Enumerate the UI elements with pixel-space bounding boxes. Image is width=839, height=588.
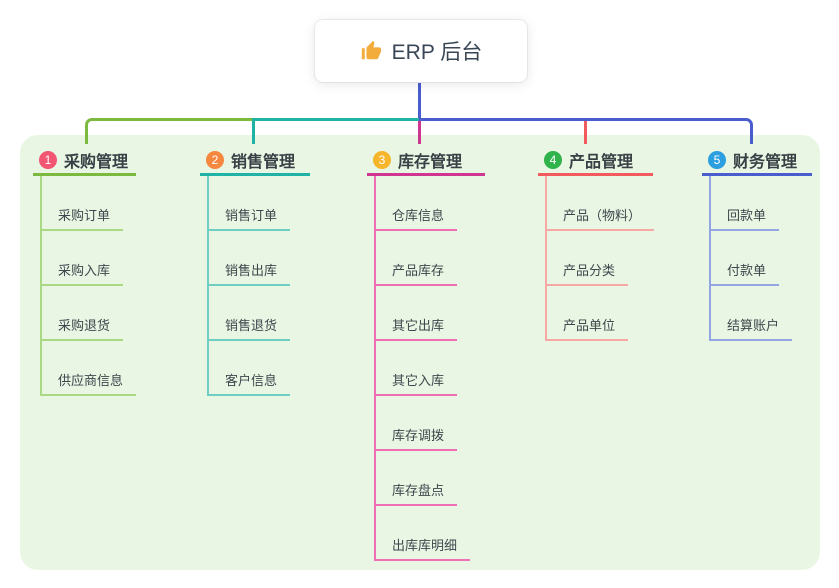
node-item: 其它出库 bbox=[376, 286, 485, 341]
node-label: 出库库明细 bbox=[376, 535, 471, 561]
background-panel bbox=[20, 135, 820, 570]
node-label: 产品单位 bbox=[547, 315, 629, 341]
branch-product: 4 产品管理 产品（物料） 产品分类 产品单位 bbox=[538, 146, 655, 341]
connector-drop-inventory bbox=[418, 121, 421, 144]
node-item: 出库库明细 bbox=[376, 506, 485, 561]
node-label: 其它出库 bbox=[376, 315, 458, 341]
branch-children: 销售订单 销售出库 销售退货 客户信息 bbox=[207, 176, 310, 396]
branch-title-finance: 5 财务管理 bbox=[702, 146, 812, 176]
node-item: 库存盘点 bbox=[376, 451, 485, 506]
node-label: 采购入库 bbox=[42, 260, 124, 286]
node-item: 采购退货 bbox=[42, 286, 136, 341]
branch-children: 回款单 付款单 结算账户 bbox=[709, 176, 812, 341]
node-label: 销售出库 bbox=[209, 260, 291, 286]
badge-3: 3 bbox=[373, 150, 391, 169]
connector-drop-sales bbox=[252, 118, 255, 144]
node-item: 付款单 bbox=[711, 231, 812, 286]
badge-4: 4 bbox=[544, 150, 562, 169]
connector-branch5-corner bbox=[739, 118, 753, 144]
node-item: 客户信息 bbox=[209, 341, 310, 396]
branch-title-product: 4 产品管理 bbox=[538, 146, 653, 176]
node-label: 库存调拨 bbox=[376, 425, 458, 451]
branch-title-label: 销售管理 bbox=[231, 153, 296, 171]
branch-sales: 2 销售管理 销售订单 销售出库 销售退货 客户信息 bbox=[200, 146, 310, 396]
node-item: 产品分类 bbox=[547, 231, 654, 286]
connector-branch-green bbox=[96, 118, 253, 121]
node-label: 采购退货 bbox=[42, 315, 124, 341]
node-item: 产品单位 bbox=[547, 286, 654, 341]
node-label: 产品库存 bbox=[376, 260, 458, 286]
node-label: 仓库信息 bbox=[376, 205, 458, 231]
node-item: 产品库存 bbox=[376, 231, 485, 286]
node-item: 其它入库 bbox=[376, 341, 485, 396]
branch-title-label: 产品管理 bbox=[569, 153, 634, 171]
node-item: 产品（物料） bbox=[547, 176, 655, 231]
thumbs-up-icon bbox=[360, 40, 382, 62]
node-item: 库存调拨 bbox=[376, 396, 485, 451]
branch-title-purchase: 1 采购管理 bbox=[33, 146, 136, 176]
node-label: 付款单 bbox=[711, 260, 780, 286]
node-item: 供应商信息 bbox=[42, 341, 137, 396]
connector-drop-product bbox=[584, 121, 587, 144]
root-node-label: ERP 后台 bbox=[391, 41, 483, 64]
branch-inventory: 3 库存管理 仓库信息 产品库存 其它出库 其它入库 库存调拨 库存盘点 出库库… bbox=[367, 146, 485, 561]
badge-1: 1 bbox=[39, 150, 57, 169]
node-label: 供应商信息 bbox=[42, 370, 137, 396]
node-label: 客户信息 bbox=[209, 370, 291, 396]
branch-title-sales: 2 销售管理 bbox=[200, 146, 310, 176]
node-item: 结算账户 bbox=[711, 286, 812, 341]
branch-children: 采购订单 采购入库 采购退货 供应商信息 bbox=[40, 176, 137, 396]
branch-finance: 5 财务管理 回款单 付款单 结算账户 bbox=[702, 146, 812, 341]
node-item: 仓库信息 bbox=[376, 176, 485, 231]
badge-2: 2 bbox=[206, 150, 224, 169]
badge-5: 5 bbox=[708, 150, 726, 169]
node-label: 结算账户 bbox=[711, 315, 793, 341]
node-label: 采购订单 bbox=[42, 205, 124, 231]
node-label: 销售订单 bbox=[209, 205, 291, 231]
node-label: 回款单 bbox=[711, 205, 780, 231]
root-node-erp: ERP 后台 bbox=[315, 20, 527, 82]
node-label: 其它入库 bbox=[376, 370, 458, 396]
node-item: 采购订单 bbox=[42, 176, 136, 231]
branch-title-label: 库存管理 bbox=[398, 153, 463, 171]
node-item: 回款单 bbox=[711, 176, 812, 231]
node-item: 销售订单 bbox=[209, 176, 310, 231]
node-label: 销售退货 bbox=[209, 315, 291, 341]
connector-branch-blue bbox=[419, 118, 741, 121]
branch-title-label: 采购管理 bbox=[64, 153, 129, 171]
node-item: 销售退货 bbox=[209, 286, 310, 341]
connector-branch-teal bbox=[252, 118, 419, 121]
node-item: 销售出库 bbox=[209, 231, 310, 286]
connector-root-vertical bbox=[418, 82, 421, 121]
branch-children: 产品（物料） 产品分类 产品单位 bbox=[545, 176, 655, 341]
branch-purchase: 1 采购管理 采购订单 采购入库 采购退货 供应商信息 bbox=[33, 146, 137, 396]
node-item: 采购入库 bbox=[42, 231, 136, 286]
node-label: 产品（物料） bbox=[547, 205, 655, 231]
node-label: 产品分类 bbox=[547, 260, 629, 286]
branch-title-label: 财务管理 bbox=[733, 153, 798, 171]
connector-branch1-corner bbox=[85, 118, 99, 144]
branch-children: 仓库信息 产品库存 其它出库 其它入库 库存调拨 库存盘点 出库库明细 bbox=[374, 176, 485, 561]
node-label: 库存盘点 bbox=[376, 480, 458, 506]
branch-title-inventory: 3 库存管理 bbox=[367, 146, 485, 176]
